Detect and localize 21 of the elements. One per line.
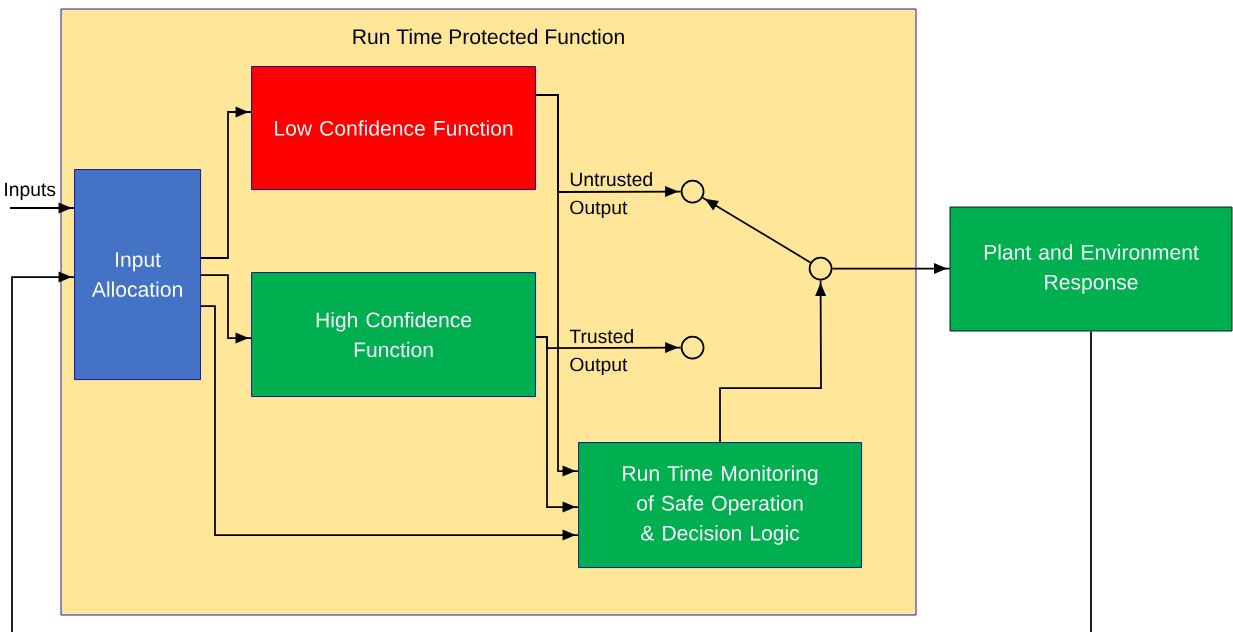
process-box: Plant and Environment Response — [949, 206, 1233, 332]
arrow — [200, 274, 252, 344]
edge-label: Trusted Output — [569, 329, 633, 376]
arrow — [719, 279, 827, 443]
edge-label: Inputs — [5, 182, 56, 200]
switch-contact — [680, 335, 705, 360]
edge-label: Untrusted Output — [570, 172, 652, 219]
arrow — [200, 106, 252, 259]
process-box: Input Allocation — [74, 169, 201, 380]
process-box: High Confidence Function — [251, 272, 536, 397]
process-box: Low Confidence Function — [251, 66, 536, 190]
arrow — [11, 271, 1092, 632]
process-box: Run Time Monitoring of Safe Operation & Decision Logic — [578, 442, 862, 568]
arrow — [535, 94, 579, 477]
arrow — [200, 305, 579, 541]
arrow — [701, 196, 812, 264]
switch-contact — [680, 179, 705, 204]
arrow — [9, 202, 75, 214]
switch-contact — [808, 256, 833, 281]
arrow — [831, 263, 951, 275]
arrow — [535, 336, 579, 513]
